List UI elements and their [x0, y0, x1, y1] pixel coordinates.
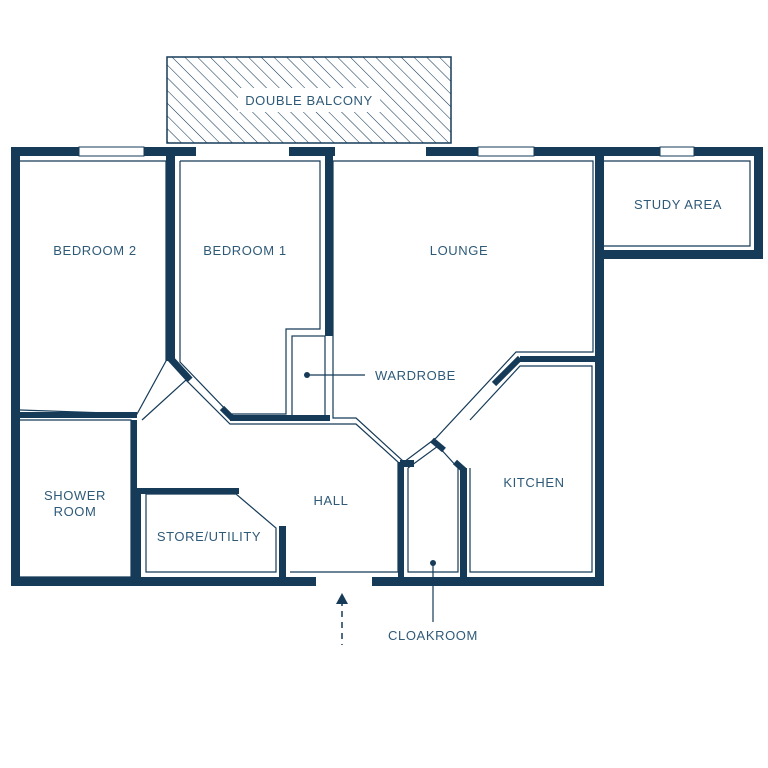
wall-kitchen-top	[520, 356, 598, 362]
interior-outlines	[19, 156, 751, 578]
wall-store-right	[279, 526, 286, 578]
wall-bed2-bed1	[166, 156, 175, 361]
wall-right-lower	[595, 250, 604, 586]
wall-store-left	[135, 488, 141, 578]
lounge-outline	[332, 160, 594, 463]
wall-study-right	[754, 147, 763, 259]
lounge-label: LOUNGE	[430, 243, 489, 258]
bedroom-2-label: BEDROOM 2	[53, 243, 136, 258]
wall-kitchen-left	[460, 468, 467, 578]
wall-top-3	[289, 147, 335, 156]
bedroom-1-outline	[179, 160, 321, 415]
window-icon	[477, 146, 535, 157]
window-icon	[659, 146, 695, 157]
wall-top-2	[144, 147, 196, 156]
wall-top-1	[11, 147, 79, 156]
wardrobe-outline	[291, 335, 326, 417]
wall-bed1-lounge	[325, 156, 333, 336]
shower-room-label-line2: ROOM	[54, 504, 97, 519]
wall-top-6	[694, 147, 763, 156]
wardrobe-label: WARDROBE	[375, 368, 456, 383]
wall-shower-top	[20, 412, 137, 418]
bedroom-1-label: BEDROOM 1	[203, 243, 286, 258]
balcony-label: DOUBLE BALCONY	[245, 93, 373, 108]
wall-top-4	[426, 147, 478, 156]
cloakroom-label: CLOAKROOM	[388, 628, 478, 643]
wall-cloak-left	[398, 462, 404, 578]
wall-bed1-bottom	[230, 415, 330, 421]
study-outline	[604, 160, 751, 247]
entrance-arrow-icon	[336, 593, 348, 645]
store-outline	[145, 493, 277, 573]
internal-walls	[135, 156, 598, 578]
balcony-label-bg	[238, 88, 380, 112]
hall-label: HALL	[314, 493, 349, 508]
kitchen-outline	[469, 365, 593, 573]
window-icon	[78, 146, 145, 157]
store-utility-label: STORE/UTILITY	[157, 529, 261, 544]
wall-lounge-study	[595, 156, 604, 250]
wall-shower-right	[131, 420, 137, 578]
bedroom-2-outline	[19, 160, 167, 415]
shower-room-label-line1: SHOWER	[44, 488, 106, 503]
study-area-label: STUDY AREA	[634, 197, 722, 212]
wall-store-top	[135, 488, 239, 494]
wall-bottom-right	[372, 577, 604, 586]
wall-left	[11, 147, 20, 586]
diagonal-walls	[167, 355, 523, 473]
wall-study-bottom	[595, 250, 763, 259]
wall-top-5	[534, 147, 660, 156]
kitchen-label: KITCHEN	[503, 475, 564, 490]
wall-bottom-left	[11, 577, 316, 586]
cloakroom-outline	[407, 445, 459, 573]
outer-walls	[11, 146, 763, 586]
double-balcony: DOUBLE BALCONY	[166, 56, 452, 144]
